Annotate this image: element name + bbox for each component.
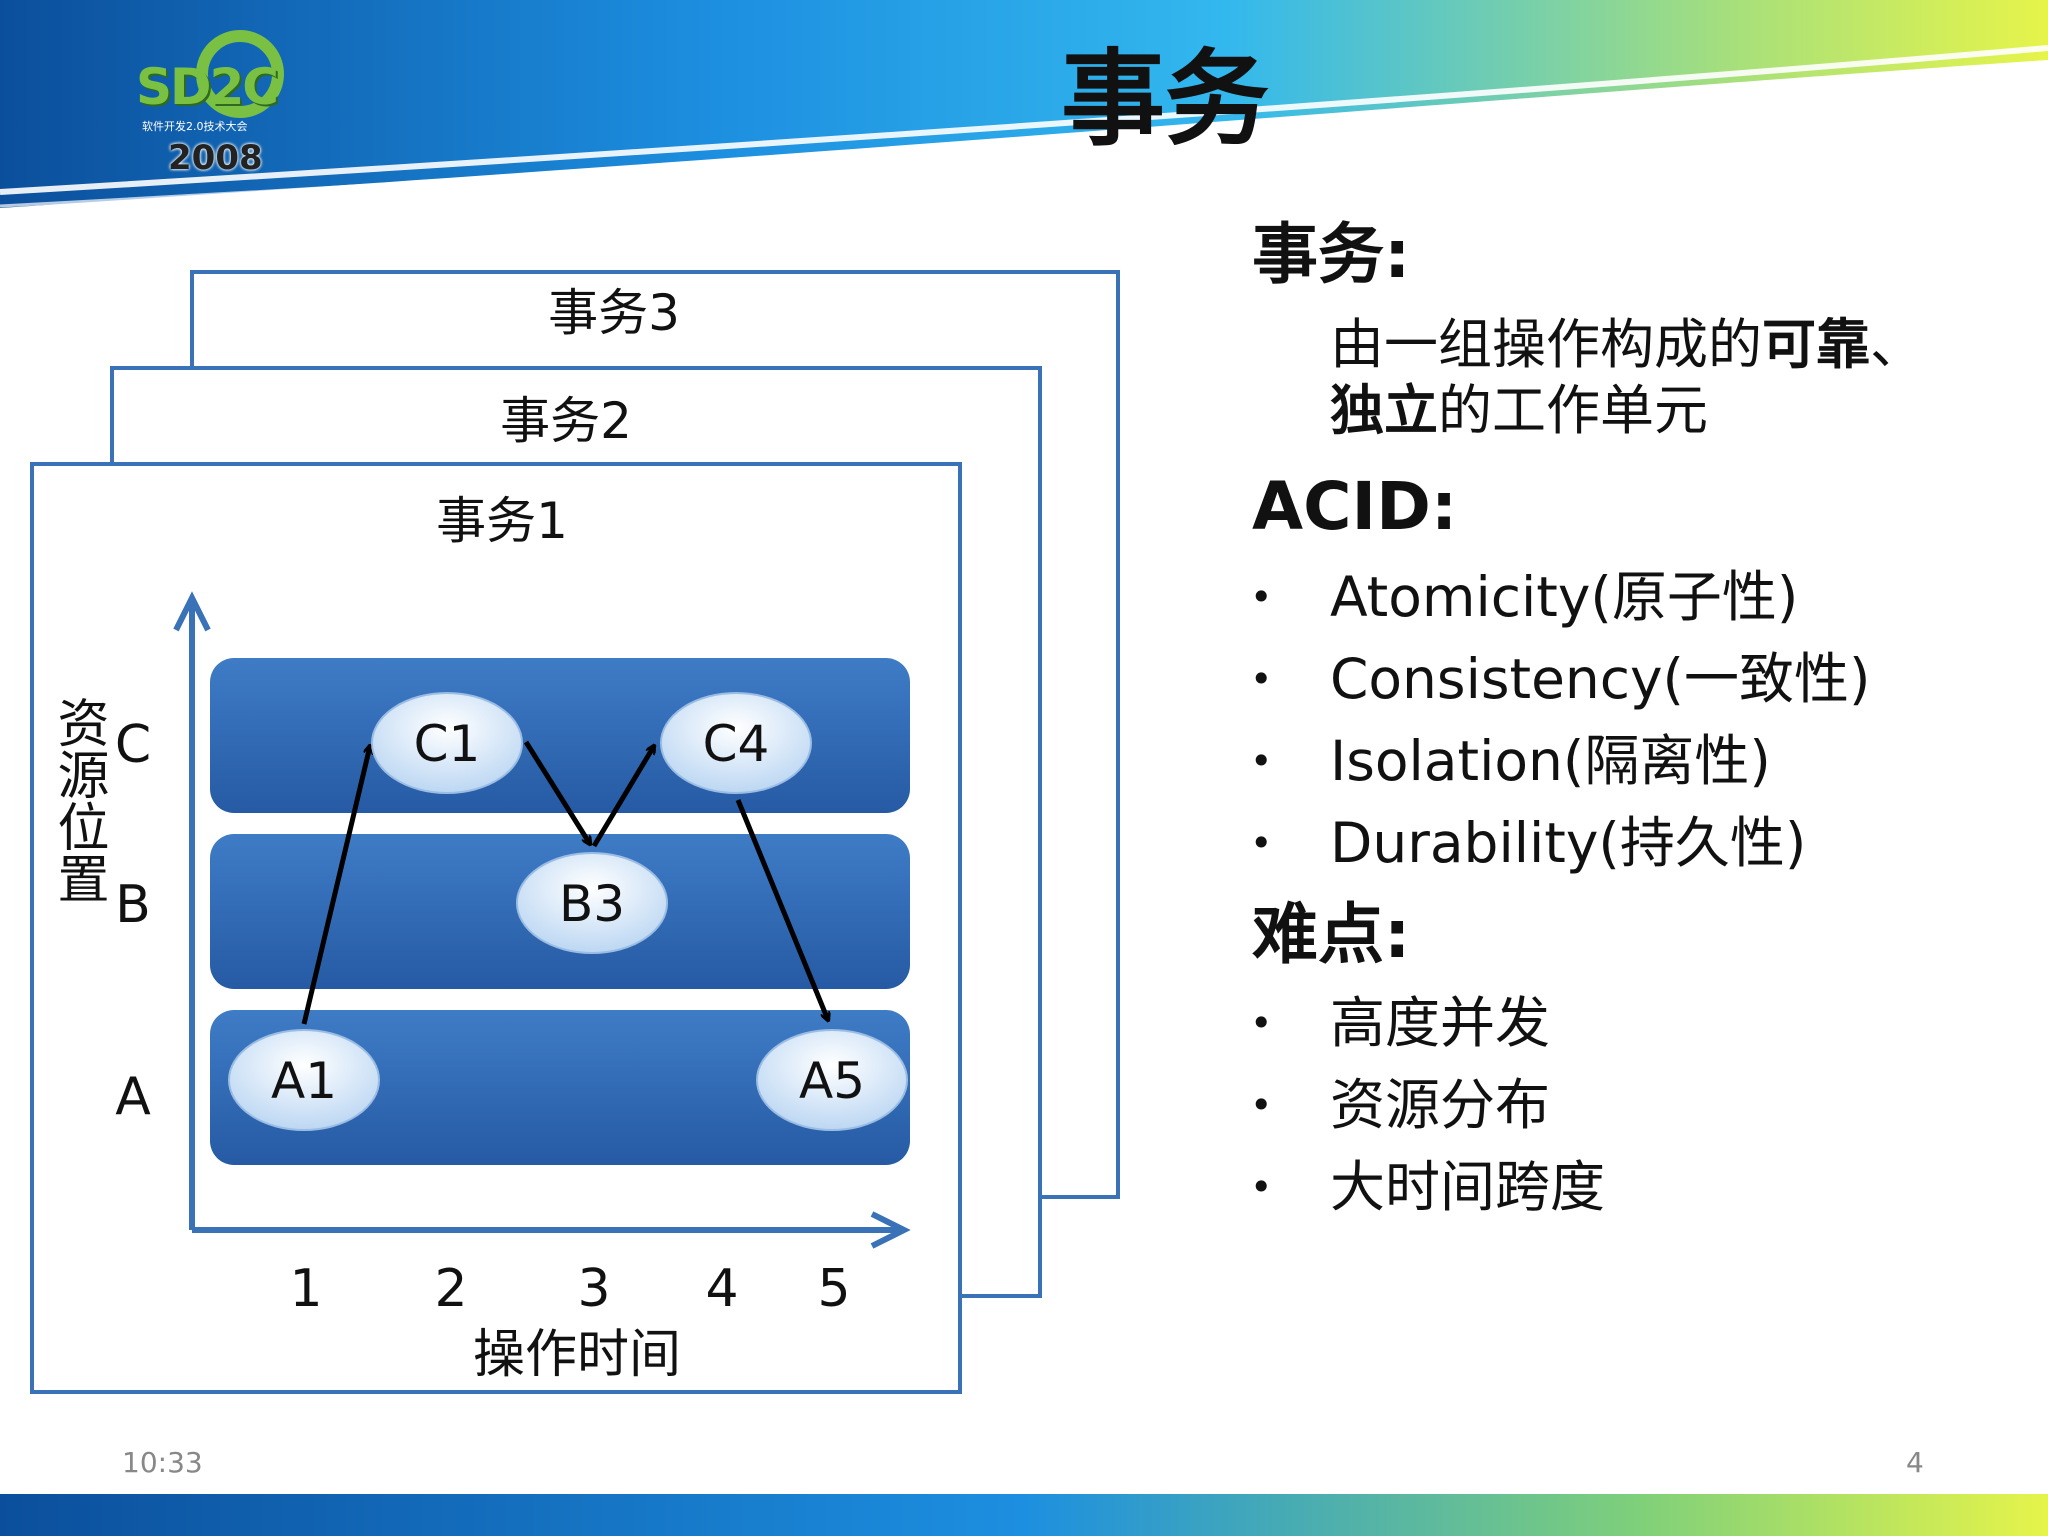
node-a5 (756, 1029, 908, 1131)
node-b3-label: B3 (559, 875, 625, 933)
x-tick-4: 4 (705, 1259, 738, 1319)
y-axis-arrow-icon (173, 591, 211, 632)
x-tick-5: 5 (817, 1259, 850, 1319)
definition-sep: 、 (1870, 313, 1924, 376)
list-item: • Consistency(一致性) (1250, 638, 1870, 720)
x-tick-2: 2 (434, 1259, 467, 1319)
footer-bar (0, 1494, 2048, 1536)
sd2c-logo: SD2C 软件开发2.0技术大会 2008 (130, 14, 310, 178)
bullet-icon: • (1250, 1165, 1273, 1209)
logo-ring-icon (196, 30, 284, 118)
difficulty-list: • 高度并发 • 资源分布 • 大时间跨度 (1250, 982, 1605, 1228)
heading-transaction: 事务: (1252, 216, 1411, 293)
list-item: • 资源分布 (1250, 1064, 1605, 1146)
arrow-c1-b3 (523, 740, 590, 844)
list-item: • 大时间跨度 (1250, 1146, 1605, 1228)
difficulty-item-concurrency: 高度并发 (1330, 991, 1551, 1055)
list-item: • 高度并发 (1250, 982, 1605, 1064)
panel-label-1: 事务1 (436, 492, 568, 550)
bullet-icon: • (1250, 1083, 1273, 1127)
definition-bold1: 可靠 (1762, 313, 1870, 376)
definition-bold2: 独立 (1330, 379, 1438, 442)
definition-part1: 由一组操作构成的 (1330, 313, 1762, 376)
logo-subtitle: 软件开发2.0技术大会 (142, 120, 248, 133)
y-axis-label-text: 资源位置 (48, 696, 108, 904)
x-tick-1: 1 (289, 1259, 322, 1319)
logo-text: SD2C (136, 58, 279, 116)
row-label-c: C (115, 715, 151, 775)
node-c4 (660, 692, 812, 794)
footer-time: 10:33 (122, 1446, 203, 1479)
page-number: 4 (1906, 1446, 1924, 1479)
node-a5-label: A5 (799, 1052, 865, 1110)
node-c1 (371, 692, 523, 794)
acid-list: • Atomicity(原子性) • Consistency(一致性) • Isola… (1250, 556, 1870, 884)
node-b3 (516, 852, 668, 954)
bullet-icon: • (1250, 1001, 1273, 1045)
x-axis-arrow-icon (870, 1211, 911, 1249)
heading-acid: ACID: (1252, 468, 1458, 545)
bullet-icon: • (1250, 657, 1273, 701)
arrow-b3-c4 (591, 746, 654, 848)
row-label-b: B (115, 875, 151, 935)
acid-item-isolation: Isolation(隔离性) (1330, 729, 1771, 793)
difficulty-item-timespan: 大时间跨度 (1330, 1155, 1606, 1219)
logo-year: 2008 (168, 138, 263, 178)
x-tick-3: 3 (577, 1259, 610, 1319)
heading-difficulty: 难点: (1252, 896, 1411, 973)
acid-item-durability: Durability(持久性) (1330, 811, 1807, 875)
node-a1 (228, 1029, 380, 1131)
bullet-icon: • (1250, 739, 1273, 783)
header-banner (0, 0, 2048, 208)
list-item: • Isolation(隔离性) (1250, 720, 1870, 802)
lane-a (210, 1010, 910, 1165)
node-c4-label: C4 (703, 715, 770, 773)
bullet-icon: • (1250, 821, 1273, 865)
list-item: • Durability(持久性) (1250, 802, 1870, 884)
bullet-icon: • (1250, 575, 1273, 619)
panel-label-3: 事务3 (548, 284, 680, 342)
page-title: 事务 (1060, 38, 1269, 160)
node-a1-label: A1 (271, 1052, 337, 1110)
acid-item-atomicity: Atomicity(原子性) (1330, 565, 1799, 629)
definition-part2: 的工作单元 (1438, 379, 1708, 442)
node-c1-label: C1 (414, 715, 481, 773)
arrow-a1-c1 (301, 746, 370, 1025)
panel-label-2: 事务2 (500, 392, 632, 450)
difficulty-item-distribution: 资源分布 (1330, 1073, 1551, 1137)
transaction-definition: 由一组操作构成的可靠、独立的工作单元 (1330, 312, 2010, 444)
arrow-c4-a5 (735, 799, 828, 1020)
y-axis-label: 资源位置 (48, 696, 108, 904)
acid-item-consistency: Consistency(一致性) (1330, 647, 1871, 711)
row-label-a: A (115, 1067, 151, 1127)
transaction-diagram: 事务3 事务2 事务1 C B A 资源位置 1 2 3 4 5 操作时间 C1… (30, 270, 1120, 1394)
x-axis-label: 操作时间 (473, 1325, 681, 1385)
list-item: • Atomicity(原子性) (1250, 556, 1870, 638)
